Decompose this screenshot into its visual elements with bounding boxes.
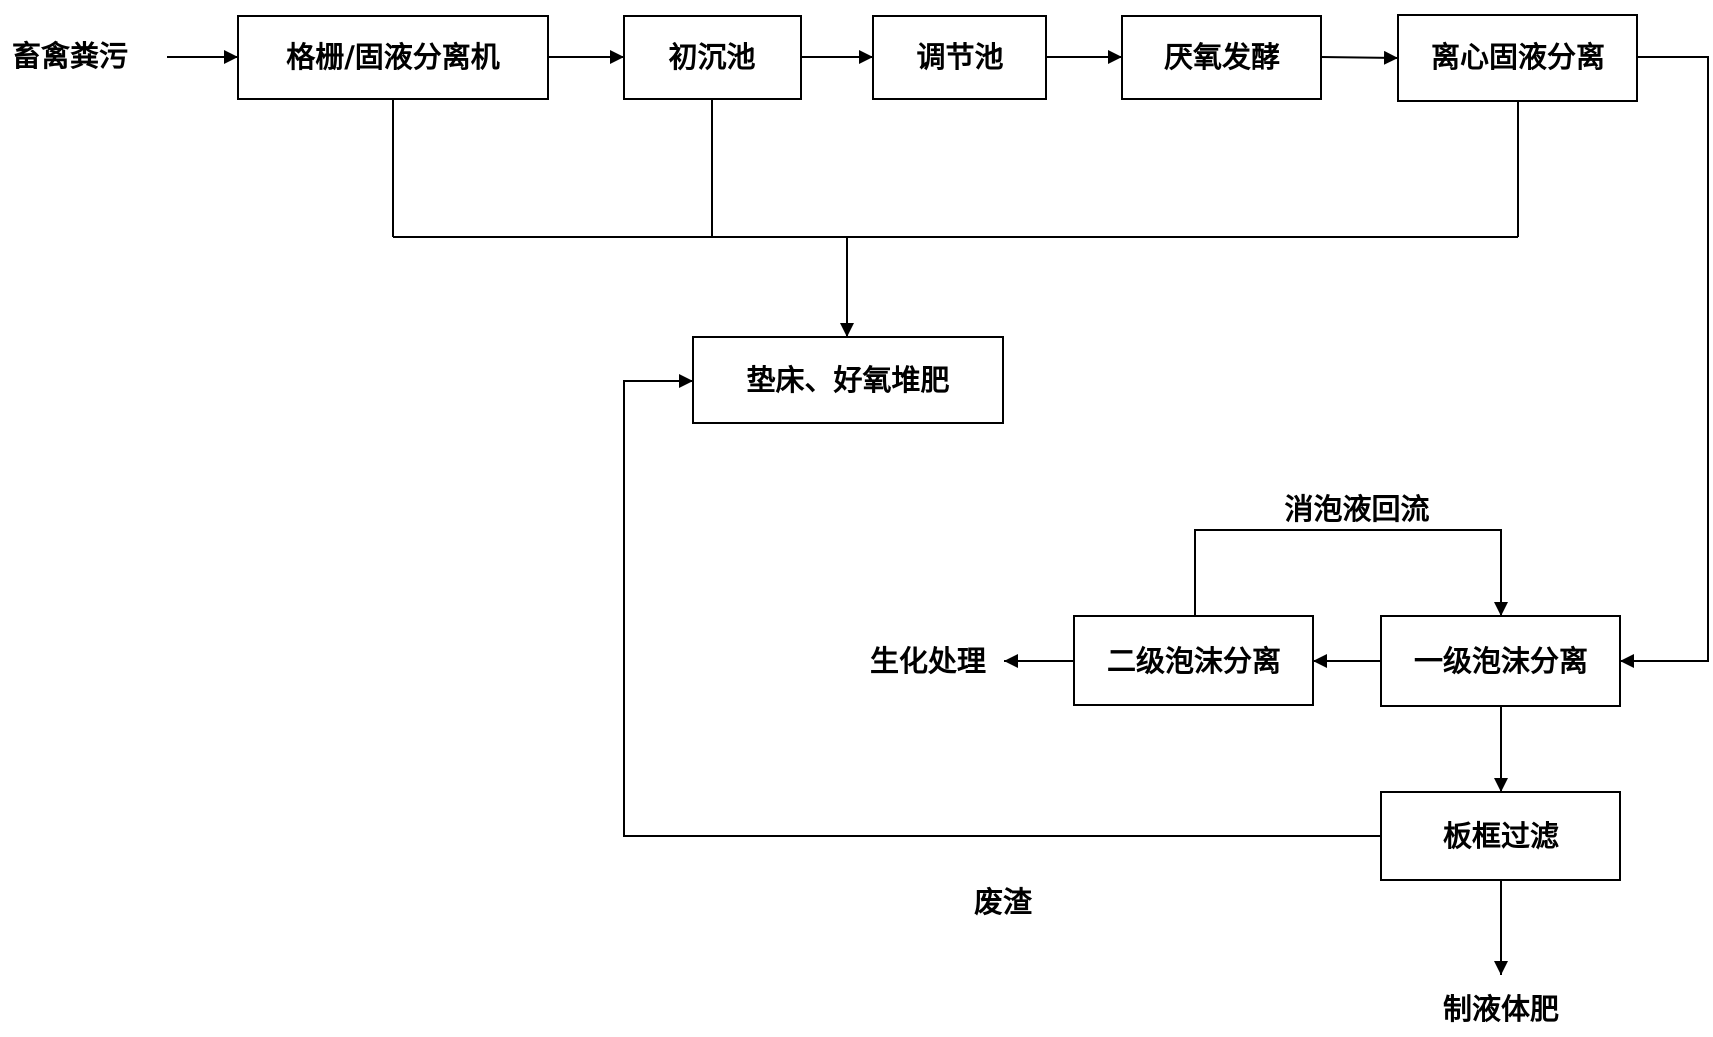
edge-label-defoam-return: 消泡液回流 xyxy=(1284,492,1429,526)
node-foam2-label: 二级泡沫分离 xyxy=(1107,644,1281,678)
edge-filter-to-compost xyxy=(623,374,1381,837)
edge-anaerobic-to-centrifuge xyxy=(1320,50,1399,65)
node-liquid-fertilizer: 制液体肥 xyxy=(1443,992,1559,1026)
edge-defoam-return xyxy=(1194,529,1508,616)
node-compost-label: 垫床、好氧堆肥 xyxy=(746,363,949,397)
node-foam1-label: 一级泡沫分离 xyxy=(1414,644,1588,678)
edge-label-waste-residue: 废渣 xyxy=(974,885,1033,919)
node-compost: 垫床、好氧堆肥 xyxy=(692,336,1004,424)
node-foam2: 二级泡沫分离 xyxy=(1073,615,1314,706)
node-regulating-tank-label: 调节池 xyxy=(916,40,1003,74)
edge-centrifuge-to-foam1 xyxy=(1620,56,1709,668)
node-biochem: 生化处理 xyxy=(870,644,986,678)
node-primary-tank-label: 初沉池 xyxy=(668,40,755,74)
node-filter: 板框过滤 xyxy=(1380,791,1621,881)
node-foam1: 一级泡沫分离 xyxy=(1380,615,1621,707)
node-centrifuge-label: 离心固液分离 xyxy=(1431,40,1605,74)
node-separator: 格栅/固液分离机 xyxy=(237,15,549,100)
node-filter-label: 板框过滤 xyxy=(1443,819,1559,853)
node-centrifuge: 离心固液分离 xyxy=(1397,14,1638,102)
node-input: 畜禽粪污 xyxy=(12,39,128,73)
compost-collector-bus xyxy=(393,236,1518,337)
node-separator-label: 格栅/固液分离机 xyxy=(286,40,500,74)
node-primary-tank: 初沉池 xyxy=(623,15,802,100)
node-anaerobic-label: 厌氧发酵 xyxy=(1164,40,1280,74)
node-anaerobic: 厌氧发酵 xyxy=(1121,15,1322,100)
node-regulating-tank: 调节池 xyxy=(872,15,1047,100)
